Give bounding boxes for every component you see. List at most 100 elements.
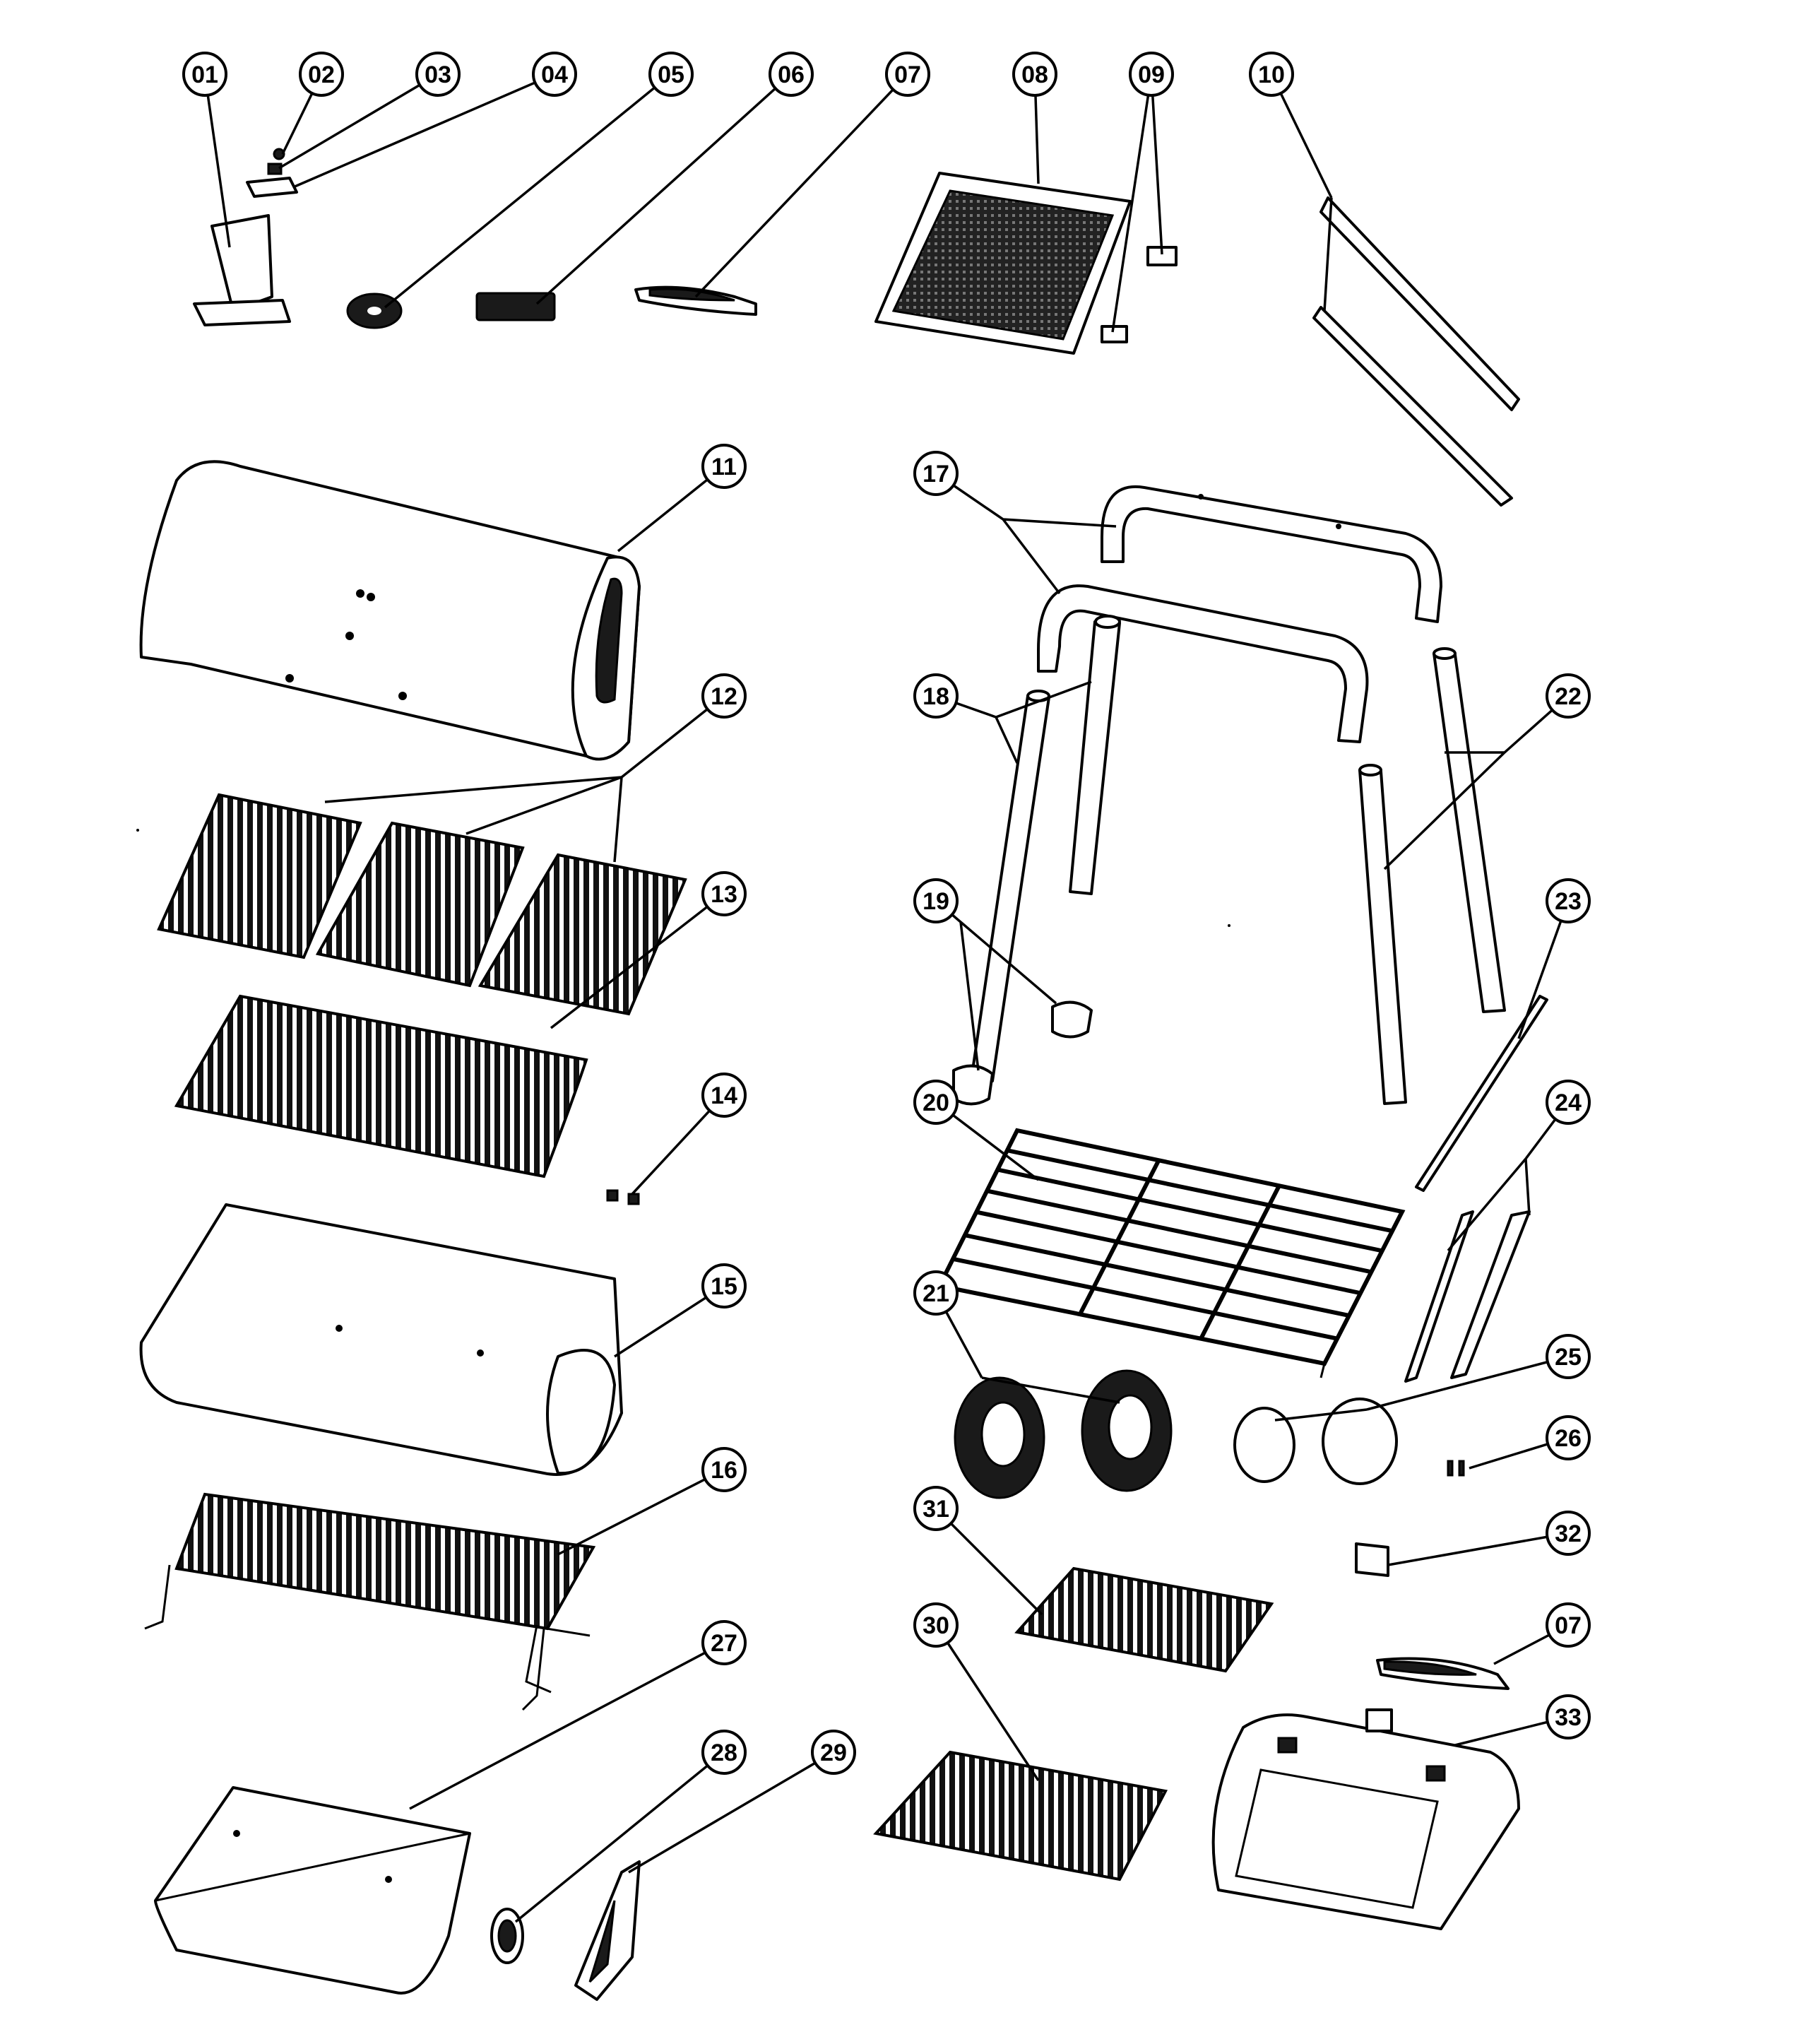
part-12-grate-right (478, 853, 687, 1016)
callout-33: 33 (1546, 1694, 1591, 1739)
callout-label: 08 (1021, 61, 1048, 88)
callout-10: 10 (1249, 52, 1294, 97)
callout-label: 32 (1555, 1520, 1582, 1547)
callout-12: 12 (701, 673, 747, 719)
callout-label: 24 (1555, 1089, 1582, 1116)
part-32-clip (1355, 1542, 1389, 1577)
leader-30 (935, 1624, 1040, 1781)
callout-08: 08 (1012, 52, 1057, 97)
callout-07: 07 (885, 52, 930, 97)
callout-label: 05 (658, 61, 684, 88)
part-26-pins (1447, 1460, 1465, 1477)
part-24-side-brackets (1404, 1210, 1531, 1383)
leader-10 (1270, 73, 1333, 312)
part-02-nut (273, 148, 285, 160)
callout-21: 21 (913, 1270, 959, 1316)
callout-label: 25 (1555, 1344, 1582, 1371)
part-10-side-rods (1312, 196, 1520, 507)
callout-24: 24 (1546, 1080, 1591, 1125)
callout-label: 33 (1555, 1704, 1582, 1731)
callout-circle (913, 1602, 959, 1648)
leader-16 (557, 1468, 725, 1556)
callout-30: 30 (913, 1602, 959, 1648)
part-25-hubcap-a (1233, 1407, 1295, 1483)
leader-06 (535, 73, 793, 305)
part-25-hubcap-b (1322, 1398, 1398, 1485)
callout-circle (182, 52, 227, 97)
leader-22 (1383, 695, 1570, 870)
callout-26: 26 (1546, 1415, 1591, 1460)
callout-13: 13 (701, 871, 747, 916)
leader-12 (324, 695, 725, 863)
callout-label: 23 (1555, 888, 1582, 915)
callout-circle (1546, 1511, 1591, 1556)
callout-circle (1129, 52, 1174, 97)
callout-circle (701, 1730, 747, 1775)
callout-label: 27 (711, 1630, 737, 1657)
callout-19: 19 (913, 878, 959, 923)
leader-25 (1274, 1355, 1569, 1422)
part-11-lid (139, 460, 641, 761)
callout-label: 28 (711, 1739, 737, 1766)
leader-32 (1387, 1532, 1569, 1566)
part-12-grate-middle (315, 821, 525, 988)
callout-label: 17 (923, 461, 949, 488)
callout-14: 14 (701, 1073, 747, 1118)
callout-circle (1546, 878, 1591, 923)
part-04-washer (246, 177, 298, 198)
callout-02: 02 (299, 52, 344, 97)
leader-21 (935, 1292, 1120, 1404)
part-33-side-firebox (1211, 1708, 1520, 1930)
callout-label: 26 (1555, 1425, 1582, 1452)
callout-18: 18 (913, 673, 959, 719)
callout-label: 22 (1555, 683, 1582, 710)
callout-circle (811, 1730, 856, 1775)
part-13-warming-rack (174, 994, 588, 1178)
part-drawings (136, 148, 1548, 2001)
callout-label: 01 (191, 61, 218, 88)
callout-circle (532, 52, 577, 97)
callout-11: 11 (701, 444, 747, 489)
callout-label: 15 (711, 1273, 737, 1300)
callout-label: 31 (923, 1496, 949, 1523)
callout-17: 17 (913, 451, 959, 496)
callout-29: 29 (811, 1730, 856, 1775)
callout-circle (1546, 1415, 1591, 1460)
callout-circle (913, 1486, 959, 1531)
leader-23 (1517, 900, 1570, 1039)
part-30-rack (873, 1750, 1168, 1881)
callout-label: 19 (923, 888, 949, 915)
leader-27 (409, 1641, 725, 1810)
leader-29 (628, 1751, 834, 1874)
part-19-foot-a (1051, 1000, 1093, 1039)
callout-circle (1012, 52, 1057, 97)
part-01-bracket (193, 214, 291, 326)
callout-circle (1546, 1080, 1591, 1125)
callout-label: 06 (778, 61, 805, 88)
part-17-handle-frames (1037, 485, 1442, 743)
leader-17 (935, 472, 1117, 595)
callout-circle (913, 451, 959, 496)
callout-label: 30 (923, 1612, 949, 1639)
part-19-foot-b (952, 1064, 994, 1106)
callout-06: 06 (769, 52, 814, 97)
leader-18 (935, 680, 1092, 764)
leader-31 (935, 1507, 1043, 1616)
callout-circle (701, 673, 747, 719)
leader-28 (514, 1751, 725, 1923)
part-14-screws (606, 1189, 640, 1205)
callout-circle (299, 52, 344, 97)
callout-circle (701, 1447, 747, 1492)
callout-03: 03 (415, 52, 461, 97)
part-08-side-shelf (874, 172, 1132, 355)
part-16-charcoal-grate (144, 1492, 596, 1711)
part-28-damper (490, 1908, 524, 1964)
callout-20: 20 (913, 1080, 959, 1125)
part-09-clip-b (1101, 325, 1128, 343)
callout-label: 02 (308, 61, 335, 88)
leader-03 (278, 73, 439, 170)
callout-circle (415, 52, 461, 97)
